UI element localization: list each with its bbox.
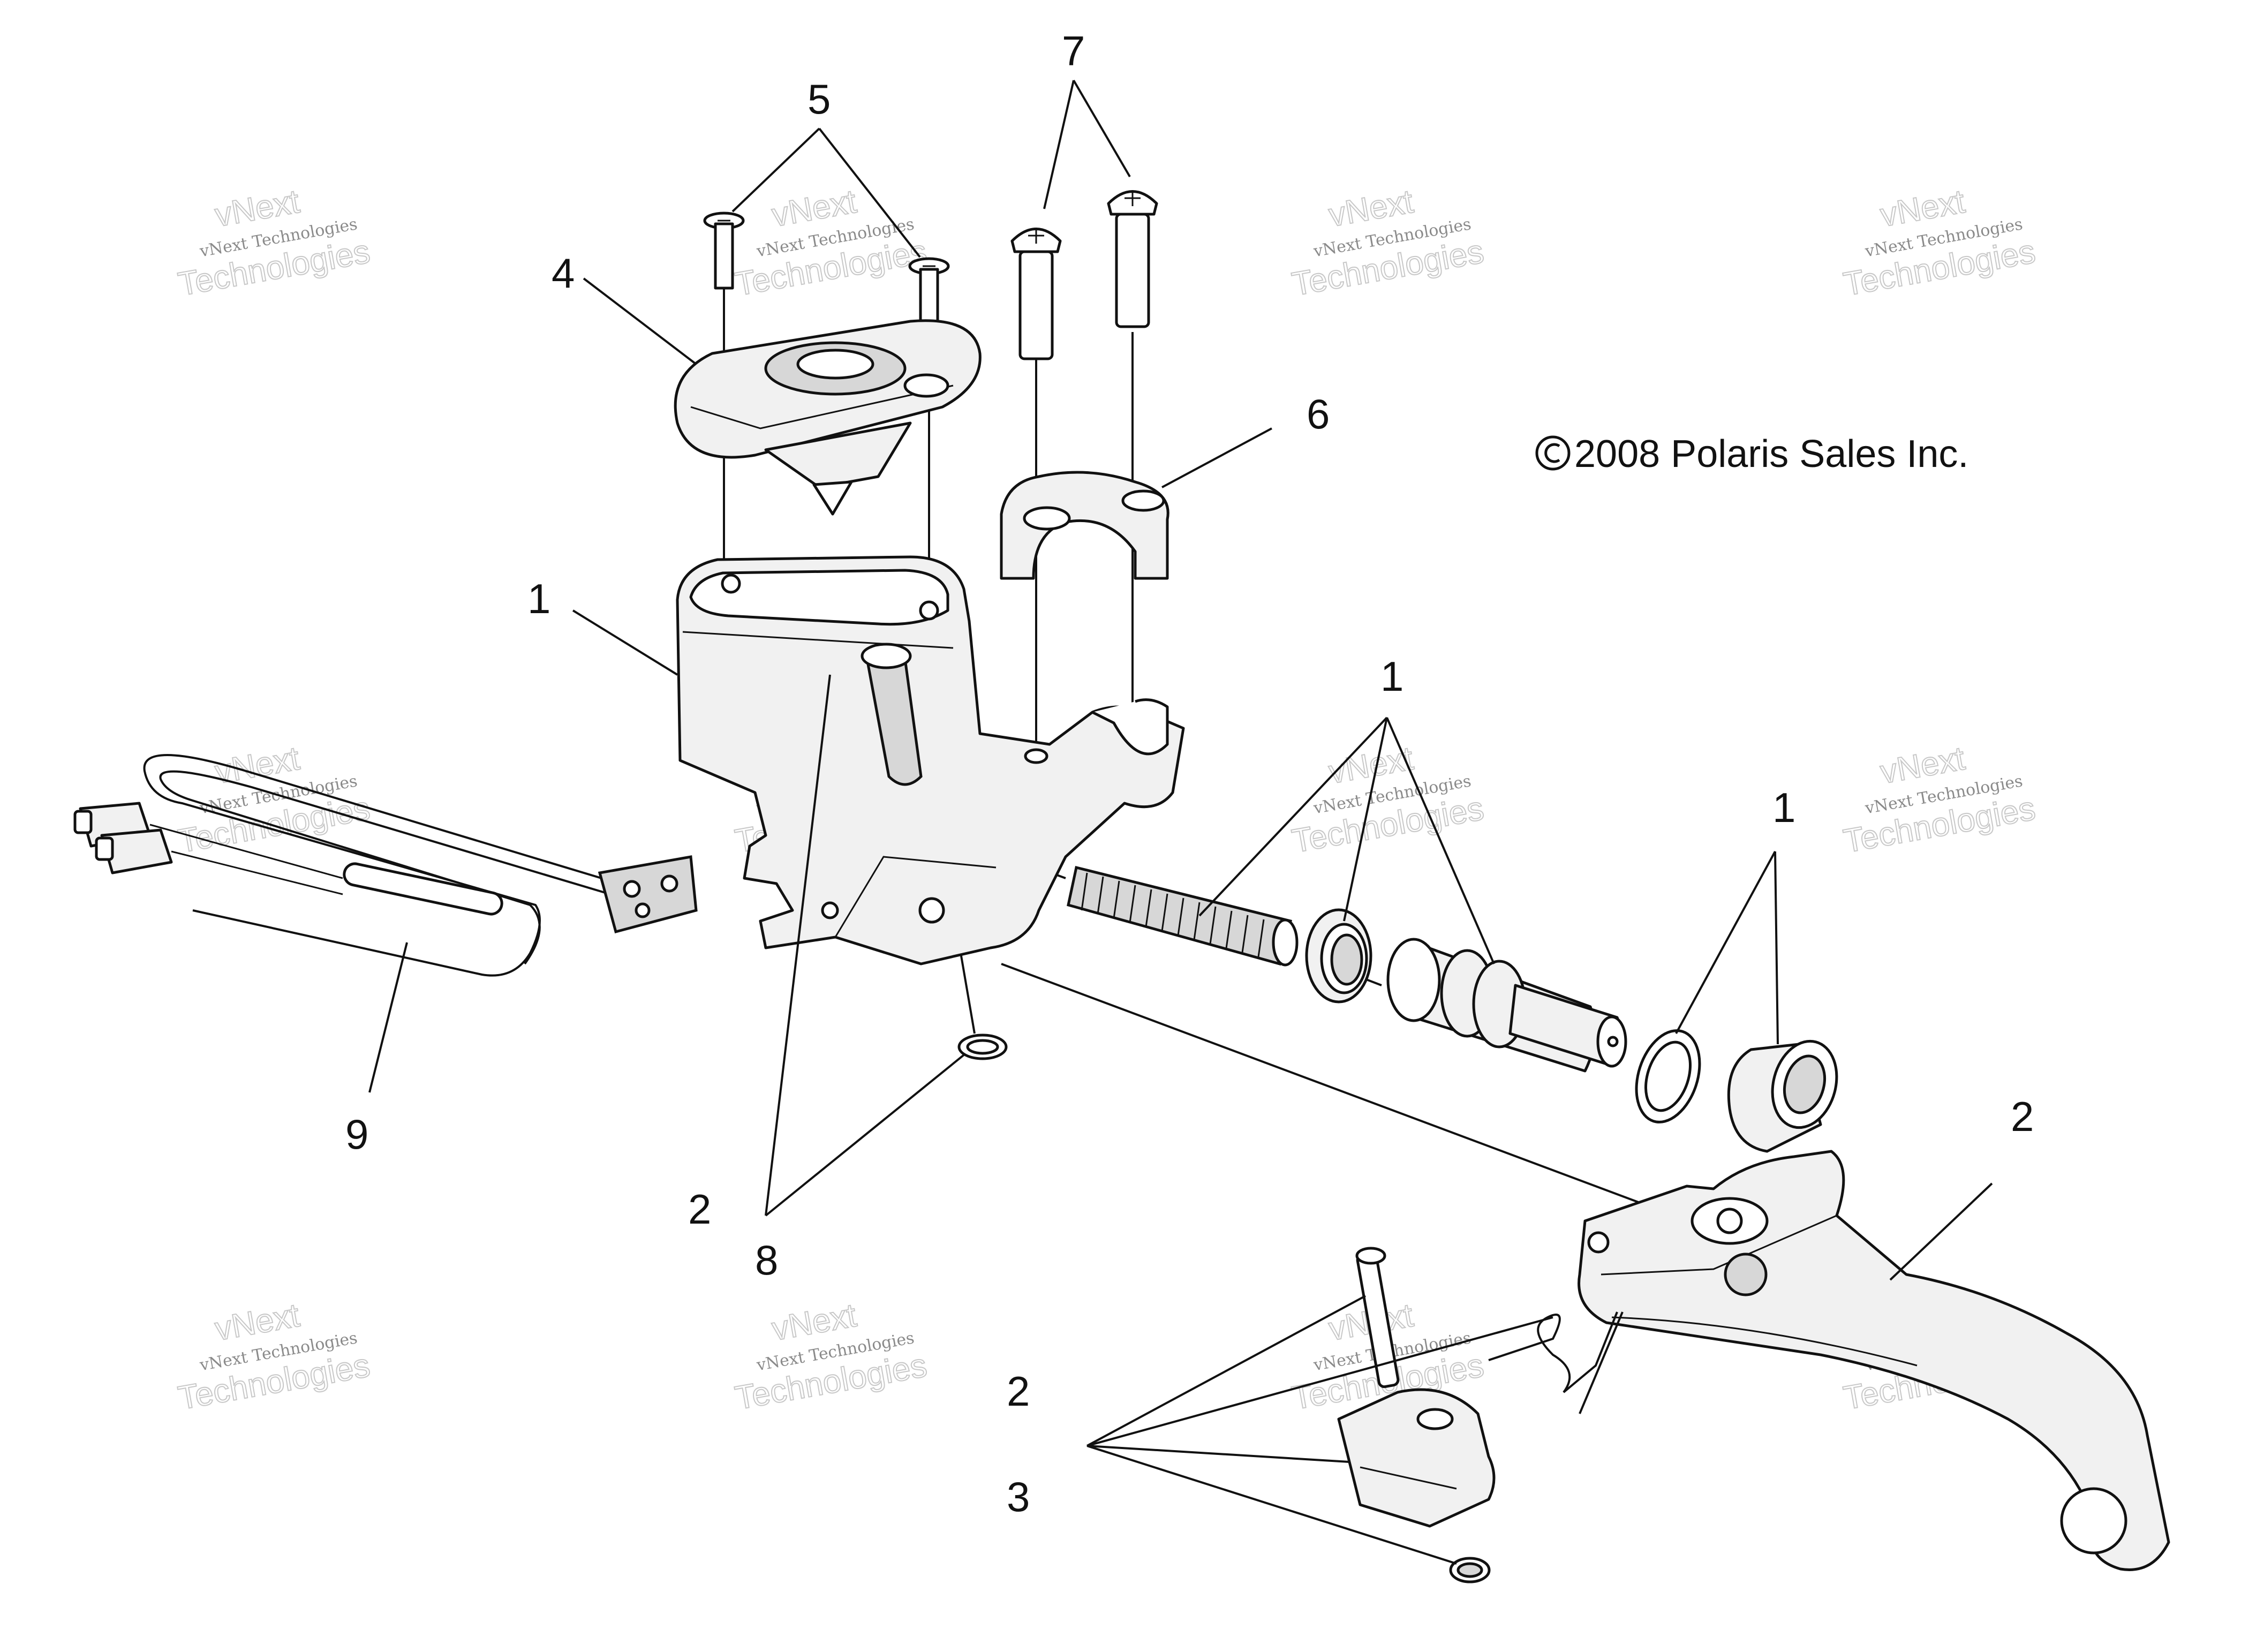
leader-2-pin (1086, 1295, 1366, 1447)
seal-cup (1305, 908, 1372, 1004)
clamp-bolt-left (1010, 228, 1062, 360)
switch-housing (1337, 1388, 1496, 1528)
dust-boot (1727, 1039, 1838, 1153)
master-cylinder-piston (1386, 938, 1627, 1073)
callout-1-reservoir: 1 (527, 575, 550, 622)
leader-4 (583, 277, 697, 365)
bottom-clip (1449, 1557, 1491, 1583)
leader-9 (368, 942, 408, 1093)
callout-8: 8 (755, 1236, 778, 1284)
callout-5: 5 (808, 76, 831, 123)
copyright-symbol-icon (1535, 435, 1571, 471)
copyright-symbol-c (1544, 443, 1560, 463)
clamp-bolt-right (1107, 190, 1158, 328)
piston-washer (1635, 1029, 1701, 1123)
callout-2-switch: 2 (1007, 1368, 1030, 1415)
leader-1-boot (1774, 851, 1779, 1045)
leader-2-clip (765, 1054, 965, 1217)
brake-switch-harness (73, 754, 698, 977)
reservoir-screw-left (703, 212, 745, 290)
leader-2-spring (1086, 1316, 1553, 1447)
leader-5-right (818, 127, 921, 258)
copyright-notice: 2008 Polaris Sales Inc. (1535, 433, 1968, 476)
leader-3-housing (1086, 1445, 1350, 1463)
leader-7-right (1073, 79, 1131, 178)
copyright-text: 2008 Polaris Sales Inc. (1574, 433, 1968, 476)
leader-1-spring (1198, 716, 1388, 917)
callout-3: 3 (1007, 1473, 1030, 1520)
callout-labels: 5 7 4 6 1 1 1 9 2 2 8 2 3 (345, 27, 2034, 1520)
torsion-spring (1488, 1311, 1624, 1414)
master-cylinder-body (676, 555, 1185, 965)
callout-4: 4 (552, 250, 575, 297)
handlebar-clamp (1000, 471, 1169, 580)
callout-1-spring: 1 (1380, 653, 1403, 700)
reservoir-cap (674, 319, 982, 516)
callout-7: 7 (1062, 27, 1085, 74)
leader-6 (1161, 427, 1272, 488)
leader-3-clip (1086, 1445, 1457, 1565)
brake-lever (1578, 1150, 2170, 1571)
leader-5-left (731, 127, 820, 213)
pivot-pin (1355, 1247, 1400, 1389)
leader-1-seal (1343, 717, 1388, 922)
leader-7-left (1043, 80, 1075, 209)
leader-2-lever (1889, 1182, 1993, 1281)
lever-pivot-axis-line (1001, 963, 1703, 1227)
leader-lines (368, 79, 1993, 1565)
callout-1-boot: 1 (1772, 784, 1795, 831)
callout-2-clip: 2 (688, 1186, 711, 1233)
leader-8 (765, 674, 831, 1216)
callout-9: 9 (345, 1111, 368, 1158)
leader-1-piston (1386, 717, 1495, 964)
return-spring (1067, 865, 1299, 967)
leader-1-reservoir (572, 609, 678, 676)
callout-6: 6 (1307, 390, 1330, 437)
reservoir-screw-right (908, 257, 950, 329)
callout-2-lever: 2 (2011, 1093, 2034, 1140)
leader-1-washer (1675, 851, 1776, 1034)
retaining-clip (957, 1034, 1008, 1060)
